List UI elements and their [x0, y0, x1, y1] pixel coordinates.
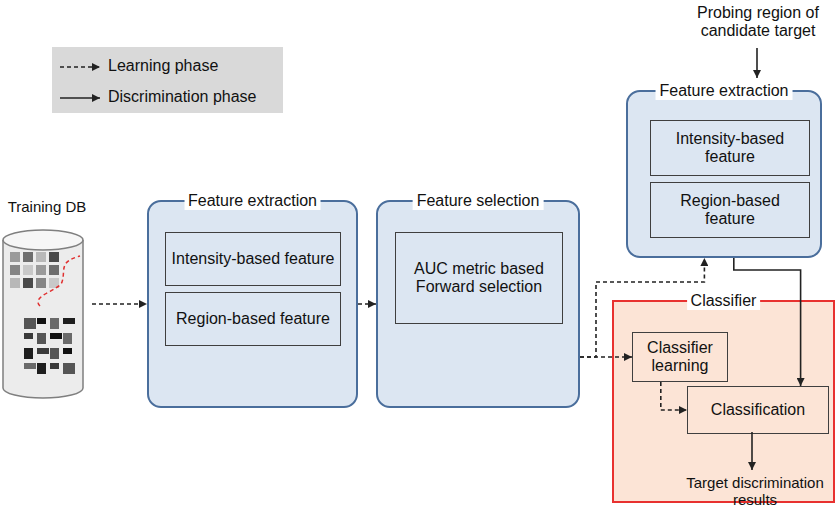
legend-entry: Discrimination phase — [108, 87, 257, 106]
flow-arrow — [580, 356, 632, 358]
box-text: Region-based feature — [176, 310, 330, 328]
process-box: Intensity-based feature — [650, 120, 810, 176]
database-body — [3, 240, 83, 398]
process-box: Region-based feature — [650, 182, 810, 238]
box-text: Classifier learning — [637, 339, 723, 376]
group-heading: Feature extraction — [656, 81, 793, 100]
box-text: Intensity-based feature — [655, 130, 805, 167]
legend-text: Learning phase — [108, 56, 218, 75]
legend-dashed-sample — [60, 66, 100, 68]
database-samples — [10, 252, 75, 374]
decision-boundary — [38, 256, 80, 306]
process-box: Region-based feature — [165, 292, 341, 346]
group-box: ClassifierClassifier learningClassificat… — [612, 300, 835, 503]
box-text: Region-based feature — [655, 192, 805, 229]
group-heading: Feature selection — [413, 191, 544, 210]
input-arrow — [756, 48, 758, 78]
flow-arrow — [661, 382, 687, 410]
database-cylinder: Training DB — [2, 198, 92, 398]
legend-entry: Learning phase — [108, 56, 218, 75]
process-box: Intensity-based feature — [165, 232, 341, 286]
group-heading: Feature extraction — [184, 191, 321, 210]
database-top — [3, 230, 83, 250]
flow-arrow — [734, 258, 801, 386]
legend-solid-sample — [60, 97, 100, 99]
database-label: Training DB — [2, 198, 92, 216]
flow-arrow — [580, 258, 704, 357]
group-box: Feature extractionIntensity-based featur… — [147, 200, 358, 408]
group-box: Feature selectionAUC metric based Forwar… — [376, 200, 580, 408]
note-text: Target discrimination results — [680, 474, 830, 509]
box-text: Intensity-based feature — [172, 250, 335, 268]
legend-panel — [52, 47, 283, 113]
box-text: Classification — [711, 401, 805, 419]
output-arrow — [751, 432, 753, 470]
legend-text: Discrimination phase — [108, 87, 257, 106]
group-box: Feature extractionIntensity-based featur… — [626, 90, 822, 258]
group-heading: Classifier — [687, 291, 761, 310]
flow-arrow — [92, 303, 147, 305]
flow-arrow — [358, 303, 376, 305]
note-text: Probing region of candidate target — [686, 4, 830, 41]
process-box: AUC metric based Forward selection — [395, 232, 563, 324]
process-box: Classification — [687, 386, 829, 434]
process-box: Classifier learning — [632, 332, 728, 382]
box-text: AUC metric based Forward selection — [400, 260, 558, 297]
